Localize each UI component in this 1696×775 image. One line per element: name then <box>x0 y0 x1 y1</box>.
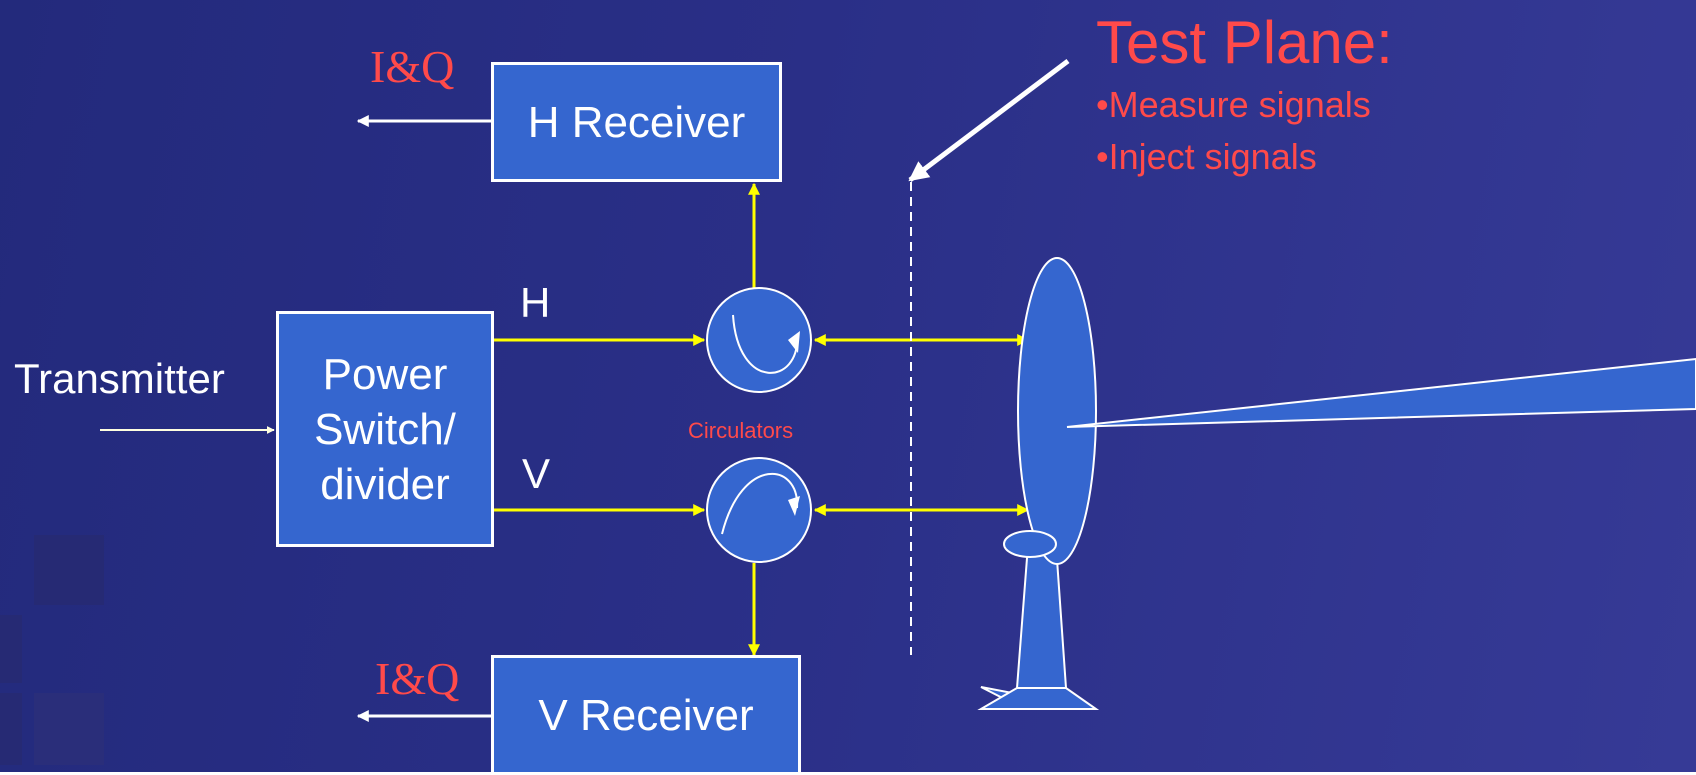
h-receiver-box: H Receiver <box>491 62 782 182</box>
test-plane-pointer-arrow <box>908 59 1070 182</box>
decor-square-2 <box>0 615 22 683</box>
iq-label-top: I&Q <box>370 41 455 92</box>
v-receiver-box: V Receiver <box>491 655 801 775</box>
test-plane-title: Test Plane: <box>1096 9 1393 76</box>
power-divider-box: Power Switch/ divider <box>276 311 494 547</box>
h-channel-label: H <box>520 279 551 326</box>
v-circulator <box>706 457 812 563</box>
v-channel-label: V <box>522 450 551 497</box>
power-divider-line-3: divider <box>320 459 450 509</box>
decor-square-3 <box>0 693 22 765</box>
decor-square-4 <box>34 693 104 765</box>
iq-label-bottom: I&Q <box>375 653 460 704</box>
circulators-label: Circulators <box>688 418 794 443</box>
antenna-feed-hub <box>1003 530 1057 558</box>
h-circulator <box>706 287 812 393</box>
radar-beam <box>1066 357 1696 428</box>
test-plane-bullet-inject: •Inject signals <box>1096 136 1317 177</box>
test-plane-bullet-measure: •Measure signals <box>1096 84 1371 125</box>
transmitter-label: Transmitter <box>14 355 225 402</box>
power-divider-line-2: Switch/ <box>314 404 456 454</box>
v-receiver-label: V Receiver <box>538 690 754 740</box>
antenna-dish <box>1017 257 1097 565</box>
h-receiver-label: H Receiver <box>527 97 746 147</box>
antenna-pedestal <box>977 544 1100 710</box>
power-divider-line-1: Power <box>322 349 448 399</box>
decor-square-1 <box>34 535 104 605</box>
